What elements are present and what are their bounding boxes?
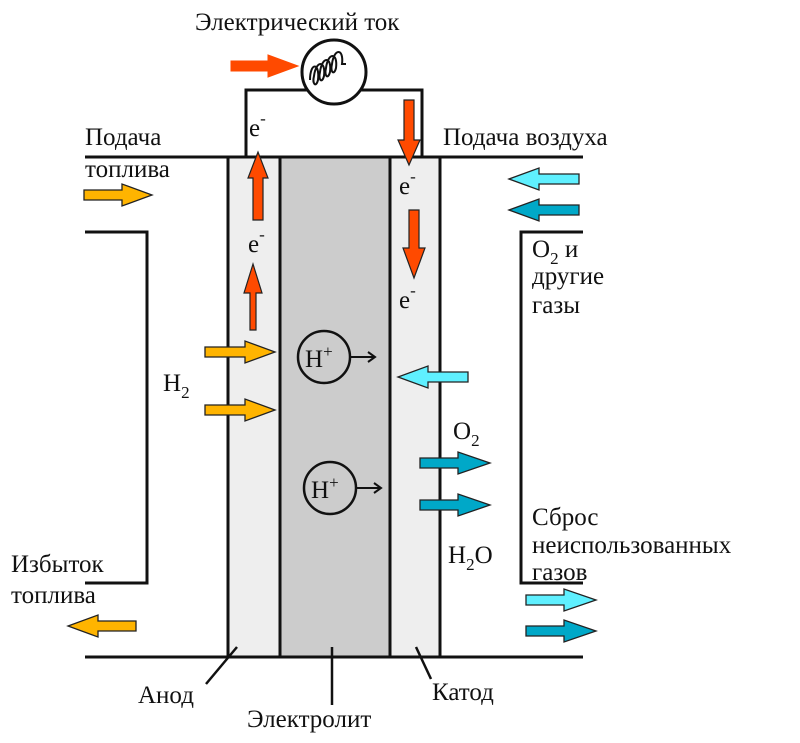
proton-2: H+	[302, 460, 383, 516]
h2o-outlet-arrow-icon	[419, 493, 492, 517]
o2-other-gases-label-2: другие	[532, 263, 604, 290]
electron-arrow-up-1	[247, 150, 269, 221]
electron-label: e-	[399, 167, 416, 200]
fuel-supply-label: Подача	[85, 124, 161, 151]
cathode-leader-line	[414, 646, 433, 680]
h2-arrow-icon	[204, 340, 277, 364]
anode-leader-line	[205, 646, 238, 685]
cathode-label: Катод	[432, 679, 494, 706]
exhaust-arrow-light-icon	[525, 588, 598, 612]
air-inlet-arrow-dark-icon	[507, 198, 580, 222]
load-coil-icon	[300, 38, 368, 106]
o2-other-gases-label-3: газы	[532, 292, 580, 319]
electron-arrow-down-2	[402, 209, 426, 280]
proton-1: H+	[296, 329, 377, 385]
air-supply-label: Подача воздуха	[443, 124, 608, 151]
fuel-channel-wall	[85, 230, 149, 585]
fuel-supply-label-2: топлива	[85, 156, 170, 183]
exhaust-arrow-dark-icon	[525, 619, 598, 643]
h2-arrow-icon	[204, 398, 277, 422]
air-inlet-arrow-light-icon	[507, 167, 580, 191]
electron-label: e-	[399, 281, 416, 314]
electrolyte-layer	[278, 155, 392, 659]
current-arrow-icon	[230, 54, 300, 78]
exhaust-label: Сброс	[532, 504, 598, 531]
electron-arrow-down-1	[397, 99, 421, 167]
excess-fuel-label: Избыток	[11, 551, 105, 578]
o2-label: O2	[453, 418, 480, 450]
electrolyte-label: Электролит	[247, 706, 371, 733]
svg-text:H+: H+	[311, 473, 339, 504]
h2o-label: H2O	[448, 542, 493, 574]
electron-label: e-	[248, 225, 265, 258]
electron-label: e-	[249, 109, 266, 142]
air-channel-wall	[519, 230, 583, 585]
svg-text:H+: H+	[305, 342, 333, 373]
title-electric-current: Электрический ток	[195, 9, 400, 36]
excess-fuel-arrow-icon	[66, 614, 137, 638]
excess-fuel-label-2: топлива	[11, 582, 96, 609]
exhaust-label-3: газов	[532, 559, 587, 586]
h2-label: H2	[163, 370, 190, 402]
h2o-outlet-arrow-icon	[419, 451, 492, 475]
fuel-inlet-arrow-icon	[83, 183, 154, 207]
o2-inlet-arrow-icon	[396, 365, 469, 389]
exhaust-label-2: неиспользованных	[532, 532, 732, 559]
electron-arrow-up-2	[243, 261, 263, 331]
o2-other-gases-label: O2 и	[532, 236, 578, 268]
anode-label: Анод	[138, 682, 194, 709]
